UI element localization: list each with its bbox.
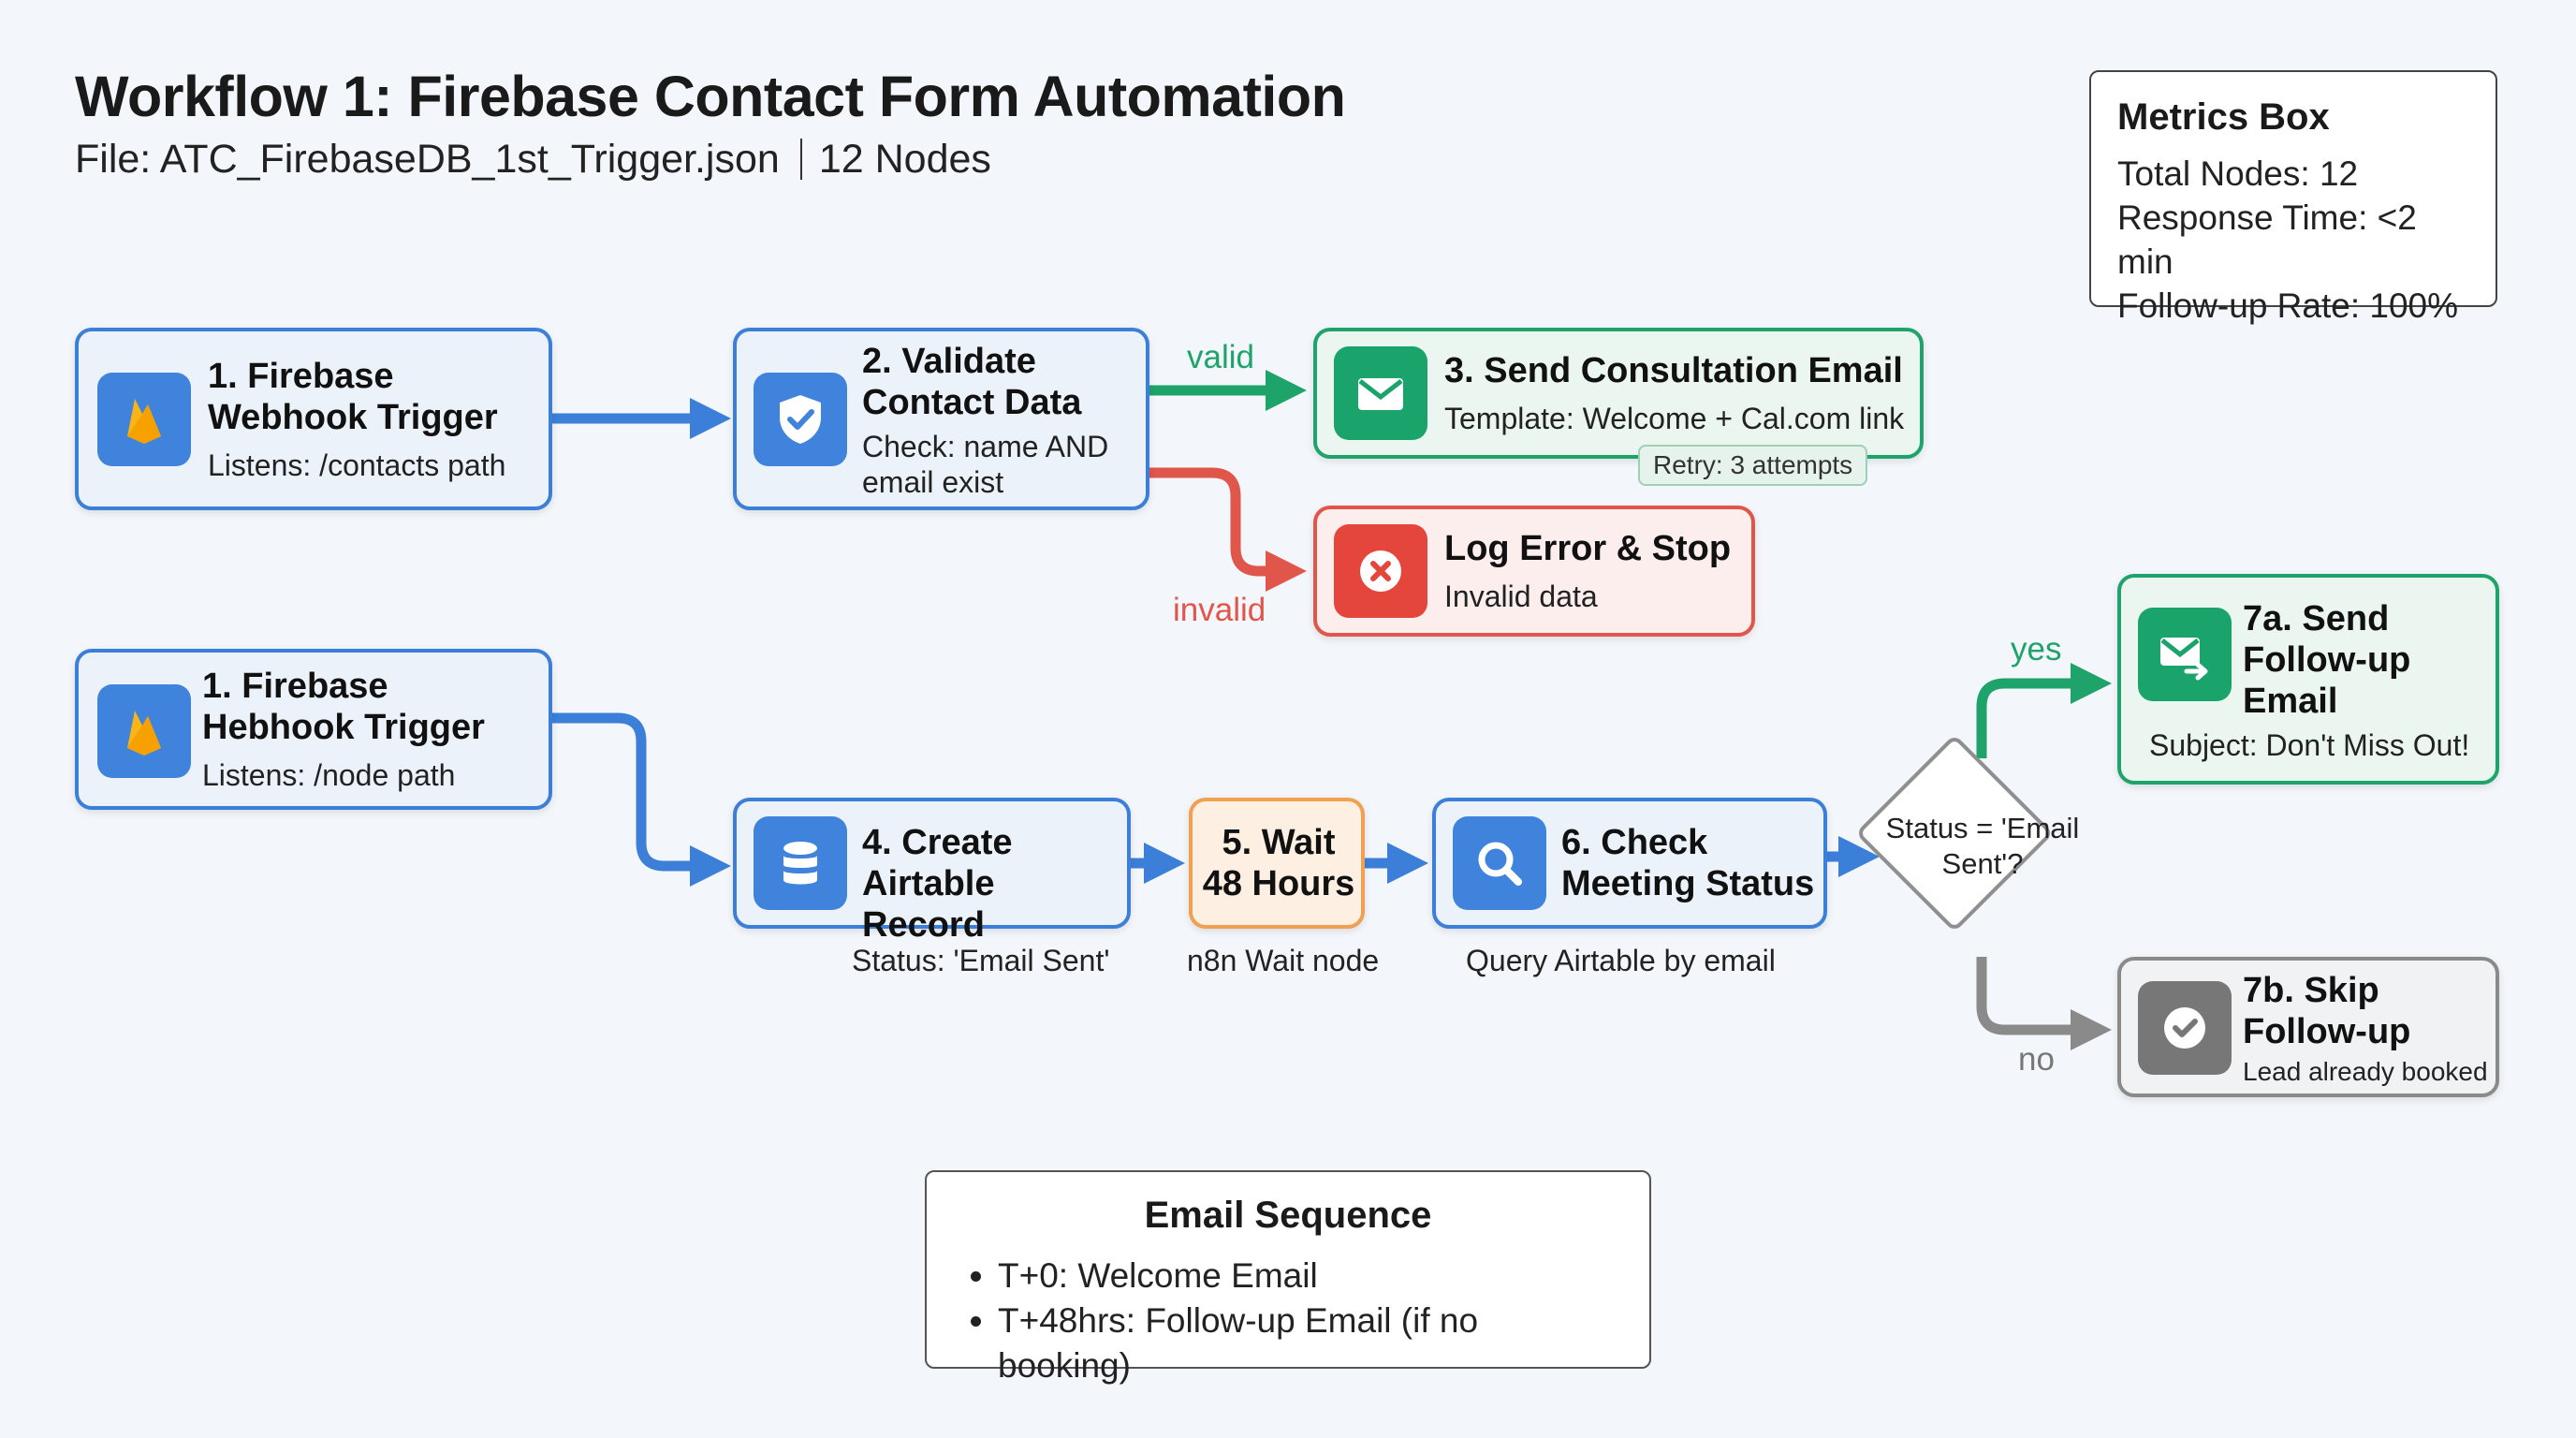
check-caption: Query Airtable by email	[1466, 944, 1776, 977]
node-subtitle: Check: name AND email exist	[862, 430, 1109, 499]
edge-trigger2-airtable	[552, 712, 731, 887]
check-circle-icon	[2138, 981, 2232, 1075]
email-sequence-list: T+0: Welcome Email T+48hrs: Follow-up Em…	[964, 1254, 1612, 1388]
envelope-icon	[1334, 346, 1427, 440]
node-validate-contact-data[interactable]: 2. Validate Contact Data Check: name AND…	[733, 328, 1149, 510]
database-icon	[754, 816, 847, 910]
envelope-forward-icon	[2138, 608, 2232, 701]
node-count: 12 Nodes	[818, 137, 991, 182]
node-title: Log Error & Stop	[1444, 529, 1732, 568]
node-send-consultation-email[interactable]: 3. Send Consultation Email Template: Wel…	[1313, 328, 1924, 459]
metric-total-nodes: Total Nodes: 12	[2117, 154, 2359, 193]
email-sequence-title: Email Sequence	[1144, 1195, 1432, 1236]
page-title: Workflow 1: Firebase Contact Form Automa…	[75, 65, 1346, 128]
metric-follow-up-rate: Follow-up Rate: 100%	[2117, 286, 2459, 325]
node-title: 5. Wait 48 Hours	[1202, 823, 1355, 903]
node-send-follow-up-email[interactable]: 7a. Send Follow-up Email Subject: Don't …	[2117, 574, 2499, 785]
node-title: 6. Check Meeting Status	[1561, 823, 1815, 903]
metrics-title: Metrics Box	[2117, 96, 2330, 138]
subtitle-divider	[799, 139, 802, 180]
node-title: 7a. Send Follow-up Email	[2243, 599, 2411, 721]
node-subtitle: Lead already booked	[2243, 1057, 2488, 1086]
node-subtitle: Subject: Don't Miss Out!	[2149, 728, 2470, 762]
node-title: 7b. Skip Follow-up	[2243, 971, 2411, 1051]
wait-caption: n8n Wait node	[1187, 944, 1380, 977]
edge-label-invalid: invalid	[1173, 592, 1266, 628]
node-log-error-stop[interactable]: Log Error & Stop Invalid data	[1313, 506, 1755, 637]
node-title: 2. Validate Contact Data	[862, 342, 1082, 422]
metric-response-time: Response Time: <2 min	[2117, 198, 2417, 281]
edge-label-valid: valid	[1187, 339, 1254, 375]
edge-label-no: no	[2018, 1041, 2055, 1078]
edge-label-yes: yes	[2011, 631, 2062, 668]
node-title: 1. Firebase Webhook Trigger	[208, 357, 498, 437]
node-firebase-hebhook-trigger[interactable]: 1. Firebase Hebhook Trigger Listens: /no…	[75, 649, 552, 810]
search-icon	[1453, 816, 1546, 910]
x-circle-icon	[1334, 524, 1427, 618]
node-wait-48-hours[interactable]: 5. Wait 48 Hours	[1189, 798, 1365, 929]
edge-validate-log-error	[1149, 467, 1307, 592]
node-firebase-webhook-trigger[interactable]: 1. Firebase Webhook Trigger Listens: /co…	[75, 328, 552, 510]
node-skip-follow-up[interactable]: 7b. Skip Follow-up Lead already booked	[2117, 957, 2499, 1097]
page-subtitle: File: ATC_FirebaseDB_1st_Trigger.json 12 …	[75, 137, 991, 183]
decision-label: Status = 'Email Sent'?	[1885, 812, 2080, 880]
node-subtitle: Invalid data	[1444, 580, 1598, 613]
email-sequence-box: Email Sequence T+0: Welcome Email T+48hr…	[925, 1170, 1651, 1385]
edge-decision-yes	[1976, 663, 2112, 758]
list-item: T+48hrs: Follow-up Email (if no booking)	[998, 1299, 1612, 1388]
shield-check-icon	[754, 373, 847, 466]
node-check-meeting-status[interactable]: 6. Check Meeting Status	[1432, 798, 1827, 929]
airtable-caption: Status: 'Email Sent'	[852, 944, 1110, 977]
firebase-icon	[97, 684, 191, 778]
retry-badge: Retry: 3 attempts	[1638, 445, 1868, 486]
node-title: 3. Send Consultation Email	[1444, 351, 1903, 390]
list-item: T+0: Welcome Email	[998, 1254, 1612, 1299]
node-subtitle: Template: Welcome + Cal.com link	[1444, 402, 1905, 435]
file-name: File: ATC_FirebaseDB_1st_Trigger.json	[75, 137, 780, 182]
node-title: 1. Firebase Hebhook Trigger	[202, 667, 485, 747]
node-subtitle: Listens: /node path	[202, 758, 456, 792]
node-subtitle: Listens: /contacts path	[208, 448, 506, 482]
node-title: 4. Create Airtable Record	[862, 823, 1013, 945]
node-create-airtable-record[interactable]: 4. Create Airtable Record	[733, 798, 1131, 945]
firebase-icon	[97, 373, 191, 466]
edge-decision-no	[1976, 957, 2112, 1050]
metrics-box: Metrics Box Total Nodes: 12 Response Tim…	[2089, 70, 2497, 325]
